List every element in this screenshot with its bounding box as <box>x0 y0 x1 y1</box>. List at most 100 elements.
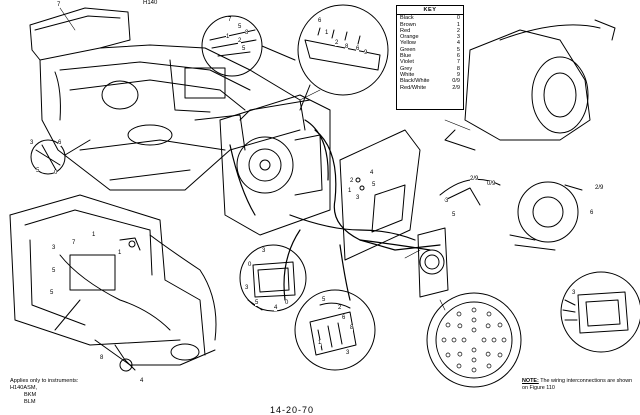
callout-number: 0/9 <box>487 181 496 187</box>
callout-number: 5 <box>452 212 456 218</box>
connector-pin <box>485 323 491 329</box>
upper-wiring-detail <box>201 15 296 77</box>
connector-pin <box>445 322 451 328</box>
connector-pin <box>471 317 477 323</box>
key-row: Green 5 <box>397 47 463 53</box>
key-code: 0 <box>456 15 460 22</box>
rear-motor-housing <box>444 19 616 151</box>
socket-detail-right <box>560 271 640 353</box>
frame-wiring <box>54 234 217 372</box>
callout-number: 2 <box>350 178 354 184</box>
terminal-strip-detail <box>294 289 376 371</box>
socket-detail-left <box>239 244 307 312</box>
callout-number: 3 <box>52 245 56 251</box>
key-code: 0/9 <box>452 78 460 85</box>
callout-number: 8 <box>345 44 349 50</box>
callout-number: 6 <box>590 210 594 216</box>
connector-pin <box>451 337 457 343</box>
callout-number: 6 <box>318 18 322 24</box>
connector-pin <box>441 337 447 343</box>
connector-pin <box>497 322 503 328</box>
left-switch-detail <box>30 139 91 175</box>
connector-pin <box>485 351 491 357</box>
key-color: Red/White <box>400 84 427 91</box>
note-label: NOTE: <box>522 378 539 384</box>
connector-pin <box>486 311 492 317</box>
key-color: Blue <box>400 53 412 60</box>
connector-pin <box>501 337 507 343</box>
connector-pin <box>471 367 477 373</box>
callout-number: 2/9 <box>595 185 604 191</box>
callout-number: 1 <box>92 232 96 238</box>
model-header: H140 <box>143 0 158 6</box>
connector-pin <box>471 347 477 353</box>
callout-number: 0 <box>248 262 252 268</box>
callout-number: 6 <box>356 46 360 52</box>
circuit-board <box>339 129 421 261</box>
callout-number: 2 <box>238 38 242 44</box>
applies-model-1: H140ASM, <box>10 385 38 391</box>
callout-number: 8 <box>350 325 354 331</box>
callout-number: 5 <box>36 168 40 174</box>
connector-pin <box>456 311 462 317</box>
callout-number: 8 <box>245 30 249 36</box>
key-code: 5 <box>456 46 460 53</box>
callout-number: 2 <box>338 305 342 311</box>
pin-layout-detail <box>426 292 522 388</box>
connector-pin <box>486 363 492 369</box>
page-number: 14-20-70 <box>270 405 315 415</box>
key-code: 6 <box>456 53 460 60</box>
connector-pin <box>497 352 503 358</box>
wiring-note: NOTE: The wiring interconnections are sh… <box>522 378 634 392</box>
callout-number: 5 <box>322 297 326 303</box>
connector-pin <box>457 323 463 329</box>
connector-pin <box>471 357 477 363</box>
callout-number: 7 <box>57 2 61 8</box>
key-code: 1 <box>456 21 460 28</box>
connector-pin <box>457 351 463 357</box>
key-color: Black <box>400 15 414 22</box>
bottom-left-frame <box>9 194 216 366</box>
callout-number: 6 <box>342 315 346 321</box>
callout-number: 2 <box>335 40 339 46</box>
connector-pin <box>445 352 451 358</box>
callout-number: 5 <box>372 182 376 188</box>
callout-number: 8 <box>100 355 104 361</box>
top-left-housing <box>29 7 306 191</box>
callout-number: 7 <box>72 240 76 246</box>
key-row: White 9 <box>397 72 463 78</box>
callout-number: 3 <box>572 290 576 296</box>
callout-number: 3 <box>245 285 249 291</box>
key-code: 3 <box>456 34 460 41</box>
key-code: 2 <box>456 27 460 34</box>
callout-number: 5 <box>50 290 54 296</box>
key-code: 9 <box>456 71 460 78</box>
callout-number: 1 <box>348 188 352 194</box>
callout-number: 1 <box>226 34 230 40</box>
callout-number: 1 <box>318 340 322 346</box>
key-title: KEY <box>397 6 463 16</box>
wire-harness <box>229 119 441 301</box>
callout-number: 6 <box>58 140 62 146</box>
key-color: White <box>400 71 415 78</box>
key-code: 8 <box>456 65 460 72</box>
leader-lines <box>59 7 471 311</box>
key-color: Yellow <box>400 40 416 47</box>
callout-number: 4 <box>274 305 278 311</box>
callout-number: 3 <box>445 198 449 204</box>
key-color: Violet <box>400 59 414 66</box>
connector-pin <box>481 337 487 343</box>
key-color: Black/White <box>400 78 430 85</box>
callout-number: 3 <box>356 195 360 201</box>
motor-assembly <box>219 94 331 236</box>
key-color: Grey <box>400 65 413 72</box>
callout-number: 3 <box>30 140 34 146</box>
key-color: Green <box>400 46 416 53</box>
applies-model-2: BKM <box>24 392 37 398</box>
